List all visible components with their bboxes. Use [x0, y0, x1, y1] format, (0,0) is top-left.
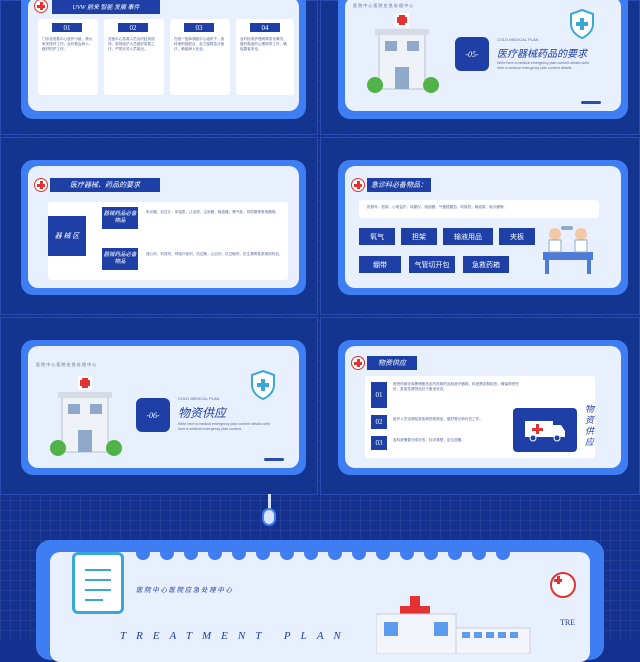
main-caption: 医 院 中 心 医 院 应 急 处 理 中 心: [136, 584, 232, 594]
col-card-4: 04 及时检测护理病情变化情况，做好患者的心理疏导工作，确保患者安全。: [236, 19, 294, 95]
chip-04: 04: [250, 23, 280, 32]
ring-hole: [136, 546, 150, 560]
item-chip: 担架: [401, 228, 437, 245]
item-chip: 急救药箱: [463, 256, 509, 273]
thumb-5[interactable]: 医 院 中 心 医 院 应 急 处 理 中 心 -06- COLD MEDICA…: [0, 317, 318, 495]
col-text-3: 在统一指挥调度中心组织下，各科室积极配合，全力保障急诊医疗，确保病人安全。: [174, 37, 226, 53]
ambulance-panel: [513, 408, 577, 452]
shield-icon: [569, 9, 595, 39]
hospital-icon: [48, 374, 128, 460]
intro-card: 抢救车，担架，心电监护，除颤仪，吸痰器，气管插管包，呼吸机，输液泵，吸引器等。: [359, 200, 599, 218]
ring-hole: [304, 546, 318, 560]
section-title: 物资供应: [178, 404, 226, 421]
slide-content: 急诊科必备物品： 抢救车，担架，心电监护，除颤仪，吸痰器，气管插管包，呼吸机，输…: [345, 166, 621, 288]
section-desc: Write here a medical emergency plan cont…: [178, 422, 274, 432]
slide-caption: 医 院 中 心 医 院 应 急 处 理 中 心: [36, 362, 96, 367]
item-chip: 绷带: [359, 256, 401, 273]
section-number: -06-: [136, 398, 170, 432]
shield-icon: [250, 370, 276, 400]
item-chip: 氧气: [359, 228, 395, 245]
medical-team-icon: [535, 222, 601, 278]
col-card-2: 02 送医中心急救人员及时赶到现场，现场医护人员做好急救工作，严禁无关人员接近。: [104, 19, 164, 95]
ring-hole: [448, 546, 462, 560]
col-card-1: 01 门诊及抢救中心医护小组，请大家安排好工作，及时救治病人，做好防护工作。: [38, 19, 98, 95]
ring-hole: [184, 546, 198, 560]
item-chip: 气管切开包: [409, 256, 455, 273]
thumb-4[interactable]: 急诊科必备物品： 抢救车，担架，心电监护，除颤仪，吸痰器，气管插管包，呼吸机，输…: [320, 137, 640, 315]
ring-hole: [208, 546, 222, 560]
ambulance-icon: [523, 417, 567, 443]
col-card-3: 03 在统一指挥调度中心组织下，各科室积极配合，全力保障急诊医疗，确保病人安全。: [170, 19, 230, 95]
slide-title: 急诊科必备物品：: [367, 178, 431, 192]
text-b: 强心剂，利尿剂，呼吸兴奋剂，抗过敏，止血剂，抗过敏药，抗生素等各类常用药品。: [146, 252, 286, 257]
accent-bar: [264, 458, 284, 461]
section-desc: Write here a medical emergency plan cont…: [497, 61, 597, 71]
ring-hole: [280, 546, 294, 560]
left-block: 器 械 区: [48, 216, 86, 256]
hospital-building-icon: [376, 594, 536, 654]
section-number: -05-: [455, 37, 489, 71]
thumb-3[interactable]: 医疗器械、药品的要求 器 械 区 器械药品必备物品 听诊器，血压计，体温表，止血…: [0, 137, 318, 315]
slide-title: 医疗器械、药品的要求: [50, 178, 160, 192]
red-cross-icon: [351, 356, 365, 370]
item-chip: 夹板: [499, 228, 535, 245]
red-cross-icon: [34, 178, 48, 192]
item-text: 各科室需要分类存放，标识清楚，定位放置。: [393, 438, 519, 443]
ring-hole: [256, 546, 270, 560]
slide-content: 医 院 中 心 医 院 应 急 处 理 中 心 -06- COLD MEDICA…: [28, 346, 299, 468]
section-title: 医疗器械药品的要求: [497, 45, 587, 60]
ring-hole: [400, 546, 414, 560]
col-text-2: 送医中心急救人员及时赶到现场，现场医护人员做好急救工作，严禁无关人员接近。: [108, 37, 160, 53]
slide-content: UVW 前来 智能 发展 事件 01 门诊及抢救中心医护小组，请大家安排好工作，…: [28, 0, 299, 111]
item-chip: 输液用品: [443, 228, 493, 245]
accent-bar: [581, 101, 601, 104]
chip-03: 03: [184, 23, 214, 32]
main-title: TREATMENT PLAN: [120, 630, 351, 642]
main-slide: 医 院 中 心 医 院 应 急 处 理 中 心 TREATMENT PLAN T…: [50, 552, 590, 662]
intro-text: 抢救车，担架，心电监护，除颤仪，吸痰器，气管插管包，呼吸机，输液泵，吸引器等。: [367, 205, 593, 210]
item-number: 02: [371, 415, 387, 429]
ring-hole: [376, 546, 390, 560]
item-number: 01: [371, 382, 387, 408]
ring-hole: [232, 546, 246, 560]
section-sub: COLD MEDICAL PLAN: [178, 396, 219, 401]
slide-content: 医 院 中 心 医 院 应 急 处 理 中 心 -05- COLD MEDICA…: [345, 0, 621, 111]
ring-hole: [328, 546, 342, 560]
slide-caption: 医 院 中 心 医 院 应 急 处 理 中 心: [353, 3, 413, 8]
label-b: 器械药品必备物品: [102, 248, 138, 270]
chip-01: 01: [52, 23, 82, 32]
ring-hole: [496, 546, 510, 560]
main-side-text: TRE: [560, 618, 570, 628]
red-cross-icon: [34, 0, 48, 13]
item-number: 03: [371, 436, 387, 450]
slide-content: 物资供应 01 医院药械仓库需储备充足的抢救药品和医疗器械，科室需定期检查，确保…: [345, 346, 621, 468]
item-text: 医护人员定期检查各种抢救物品，做好登记和补充工作。: [393, 417, 519, 422]
red-cross-icon: [351, 178, 365, 192]
col-text-4: 及时检测护理病情变化情况，做好患者的心理疏导工作，确保患者安全。: [240, 37, 290, 53]
text-a: 听诊器，血压计，体温表，止血带，注射器，输液器，氧气枕，导尿管等常用器械。: [146, 210, 286, 215]
thumb-2[interactable]: 医 院 中 心 医 院 应 急 处 理 中 心 -05- COLD MEDICA…: [320, 0, 640, 135]
thumb-1[interactable]: UVW 前来 智能 发展 事件 01 门诊及抢救中心医护小组，请大家安排好工作，…: [0, 0, 318, 135]
red-cross-badge-icon: [550, 572, 576, 598]
ring-hole: [352, 546, 366, 560]
ring-hole: [160, 546, 174, 560]
thumb-6[interactable]: 物资供应 01 医院药械仓库需储备充足的抢救药品和医疗器械，科室需定期检查，确保…: [320, 317, 640, 495]
col-text-1: 门诊及抢救中心医护小组，请大家安排好工作，及时救治病人，做好防护工作。: [42, 37, 94, 53]
chip-02: 02: [118, 23, 148, 32]
item-text: 医院药械仓库需储备充足的抢救药品和医疗器械，科室需定期检查，确保物资完好，各类急…: [393, 382, 519, 392]
slide-header: UVW 前来 智能 发展 事件: [52, 0, 160, 14]
connector-knob: [262, 508, 276, 526]
label-a: 器械药品必备物品: [102, 207, 138, 229]
slide-content: 医疗器械、药品的要求 器 械 区 器械药品必备物品 听诊器，血压计，体温表，止血…: [28, 166, 299, 288]
ring-hole: [424, 546, 438, 560]
hospital-icon: [365, 11, 445, 97]
section-sub: COLD MEDICAL PLAN: [497, 37, 538, 42]
slide-title: 物资供应: [367, 356, 417, 370]
clipboard-icon: [72, 552, 124, 614]
ring-hole: [472, 546, 486, 560]
side-title: 物 资 供 应: [585, 404, 599, 448]
